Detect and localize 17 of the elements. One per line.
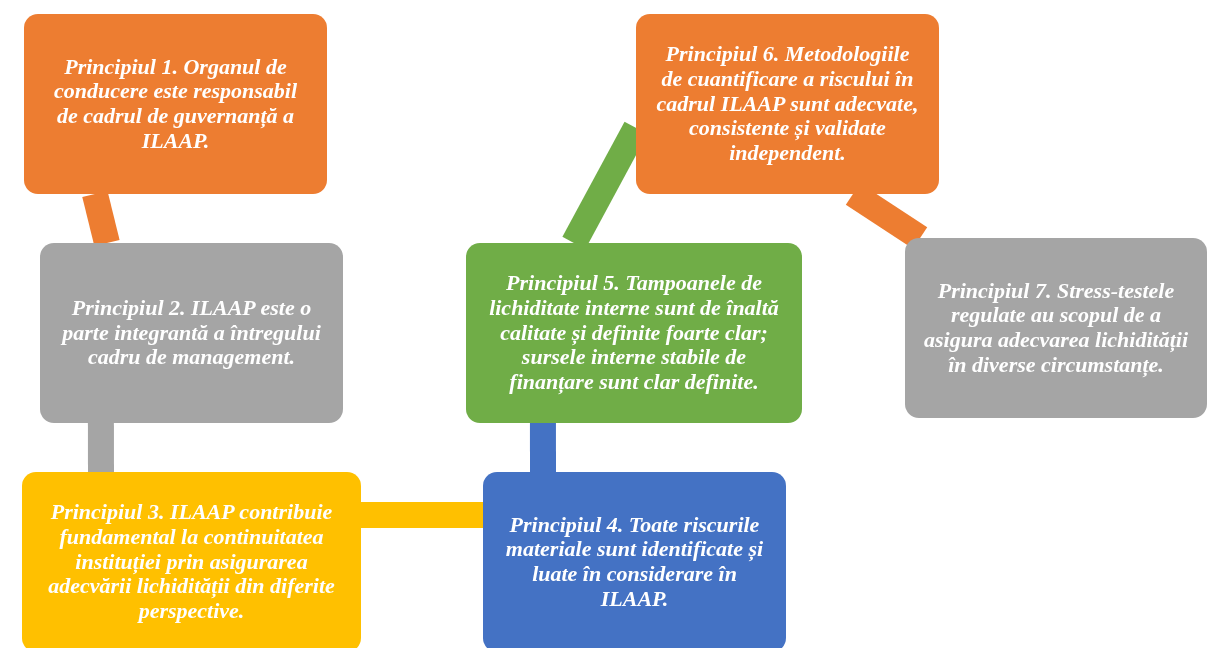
principle-text: Principiul 2. ILAAP este o parte integrantă a întregului cadru de management. xyxy=(59,296,322,370)
principle-text: Principiul 6. Metodologiile de cuantificare a riscului în cadrul ILAAP sunt adecvate, consistente și validate independent. xyxy=(655,42,920,166)
connector-band xyxy=(529,422,556,472)
connector-band xyxy=(87,422,114,473)
principle-box xyxy=(22,472,361,648)
principle-box xyxy=(24,14,327,194)
connector-band xyxy=(361,502,483,528)
principle-box xyxy=(636,14,939,194)
principle-box xyxy=(40,243,343,423)
principle-text: Principiul 5. Tampoanele de lichiditate interne sunt de înaltă calitate și definite foarte clar; sursele interne stabile de finanțare sunt clar definite. xyxy=(488,271,780,395)
principle-box xyxy=(466,243,802,423)
principle-text: Principiul 3. ILAAP contribuie fundamental la continuitatea instituției prin asigurarea adecvării lichidității din diferite perspective. xyxy=(47,500,336,624)
principle-box xyxy=(905,238,1207,418)
principle-text: Principiul 7. Stress-testele regulate au scopul de a asigura adecvarea lichidității în diverse circumstanțe. xyxy=(923,278,1189,378)
principle-box xyxy=(483,472,786,648)
principle-text: Principiul 1. Organul de conducere este responsabil de cadrul de guvernanță a ILAAP. xyxy=(52,54,299,154)
principle-text: Principiul 4. Toate riscurile materiale sunt identificate și luate în considerare în ILAAP. xyxy=(504,512,765,612)
